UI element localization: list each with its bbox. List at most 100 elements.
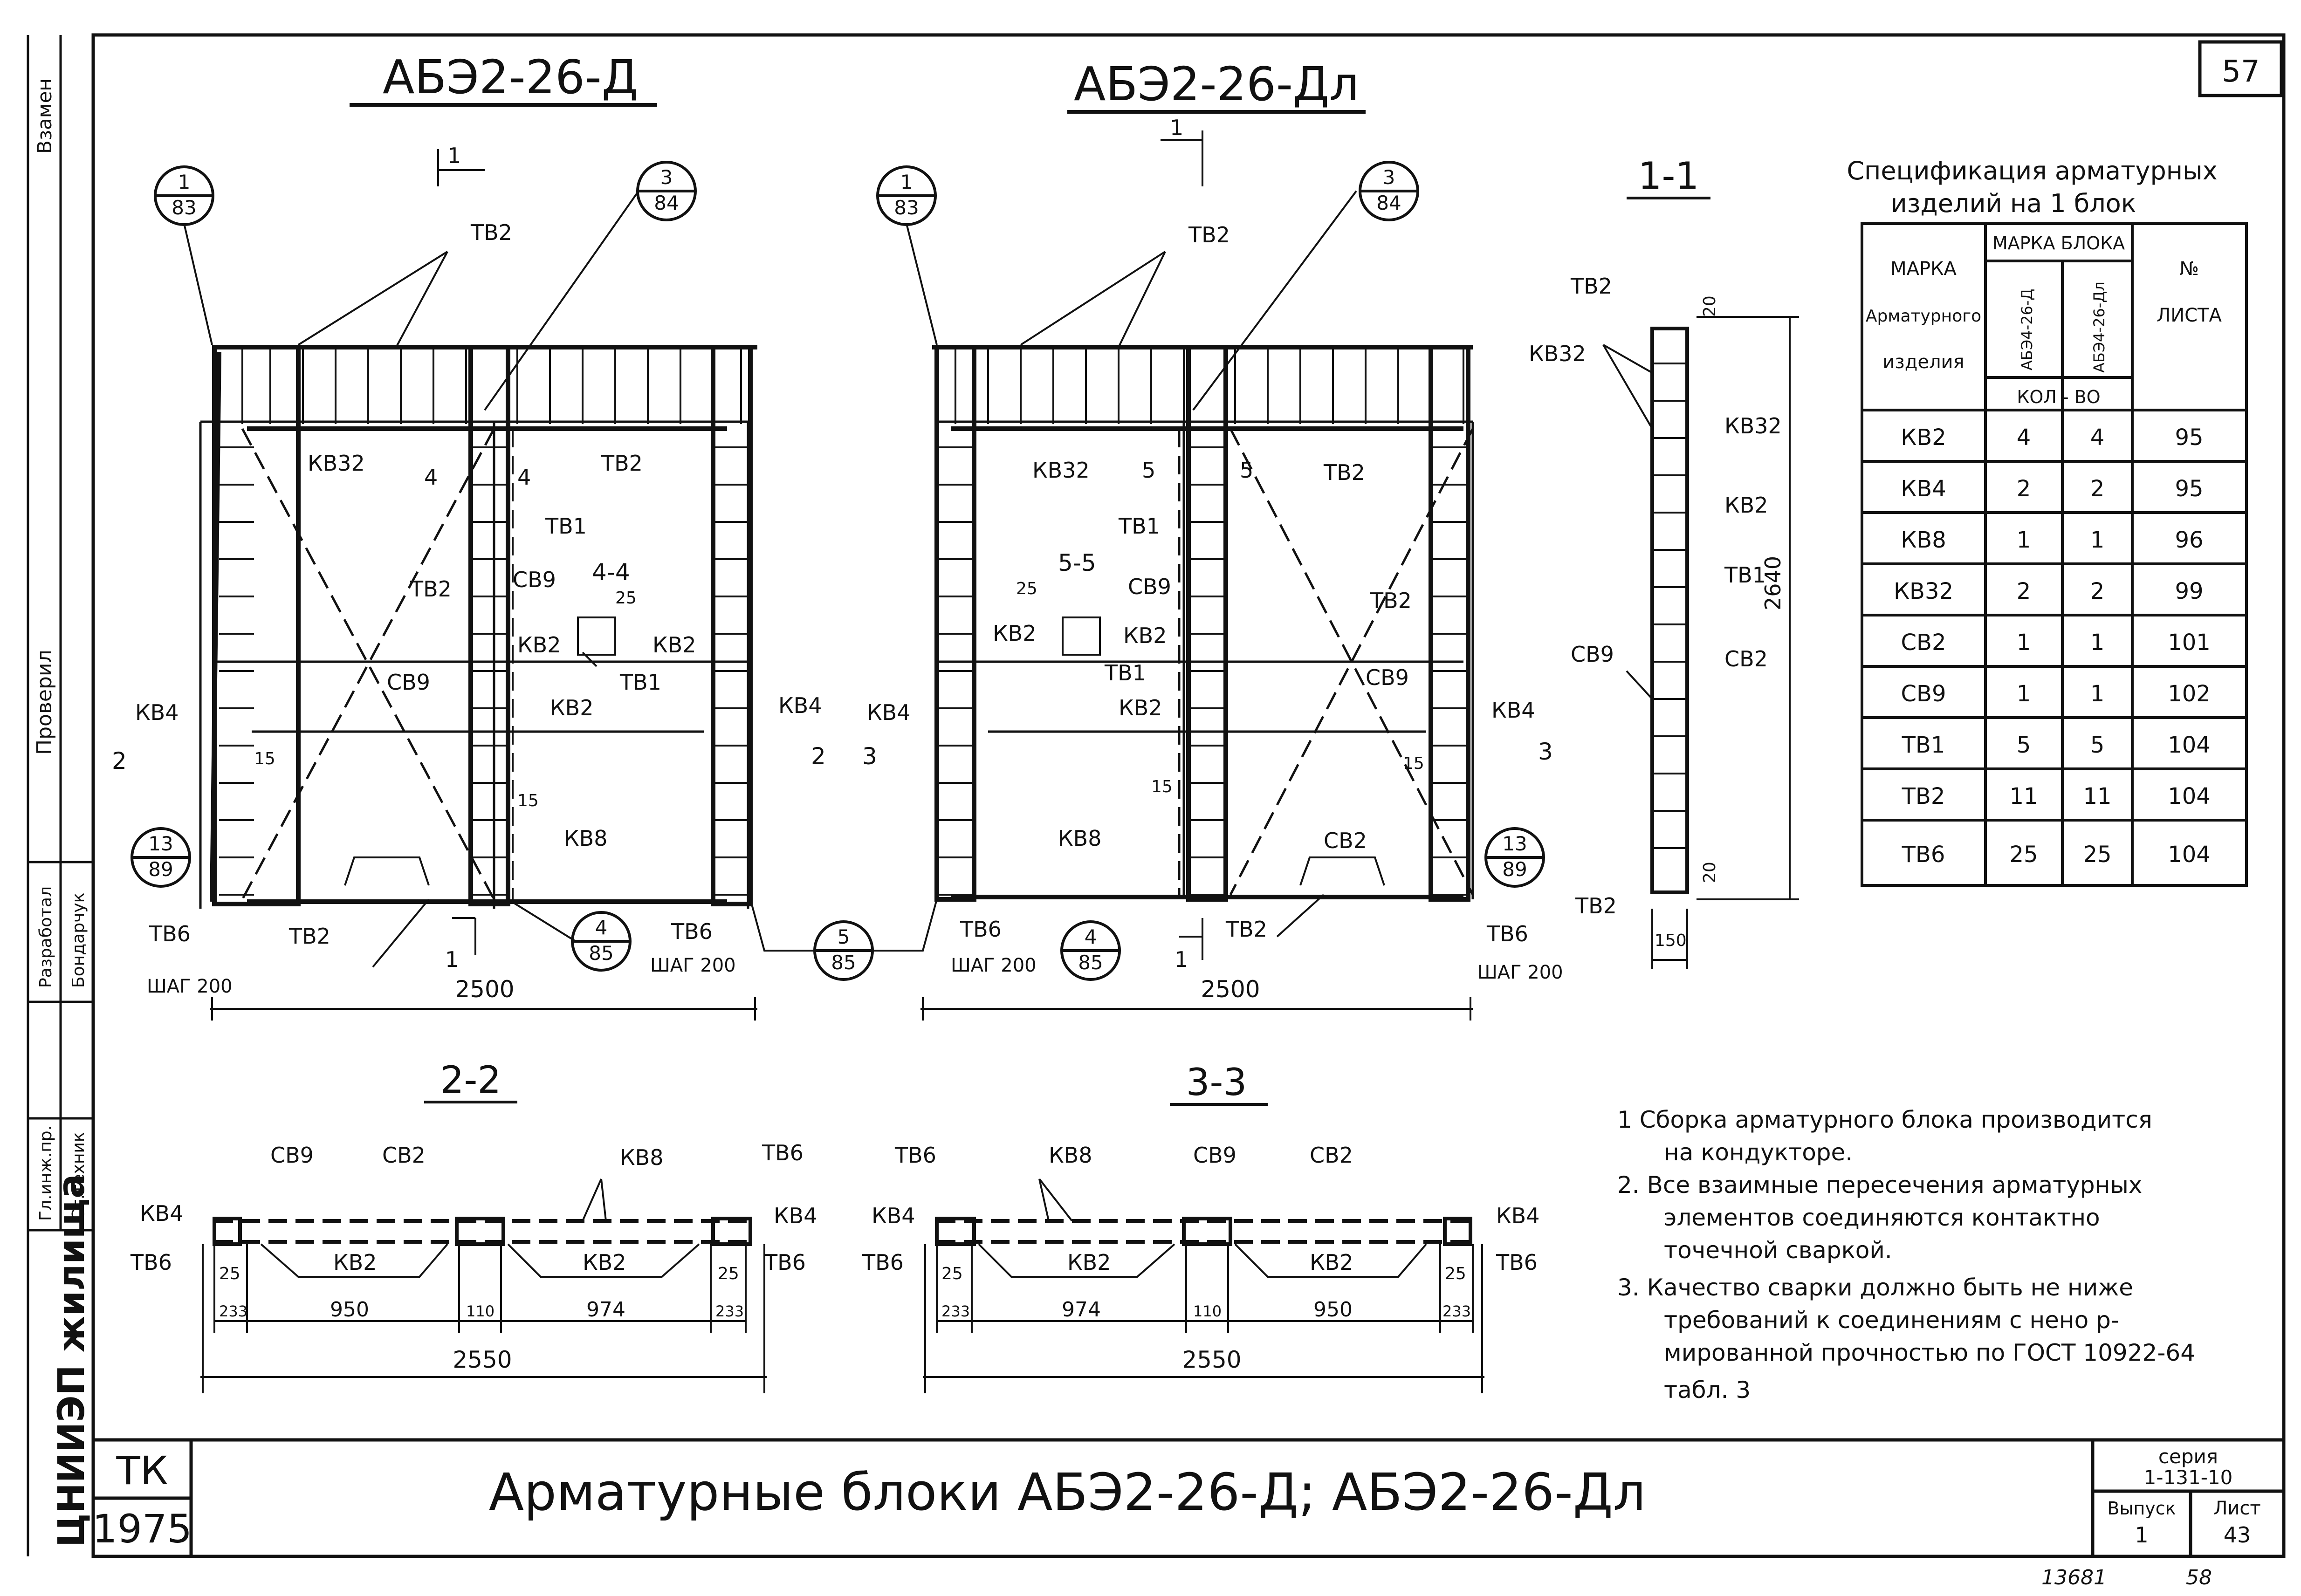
sec33-d2550: 2550 [1182,1346,1241,1373]
lbl-r-sv9b: СВ9 [1366,665,1409,690]
ref-4-85-a: 4 [595,916,608,939]
lbl-n4: 4 [424,465,438,490]
spec-cell-a: 2 [2017,476,2031,502]
spec-table: Спецификация арматурных изделий на 1 бло… [1847,156,2248,887]
note-line: 1 Сборка арматурного блока производится [1617,1106,2152,1133]
lbl-r-tv2: ТВ2 [1188,222,1230,247]
spec-cell-mark: КВ32 [1894,578,1953,604]
ref-5-85-b: 85 [831,951,856,974]
sec33-tv6: ТВ6 [894,1143,936,1168]
sec11-tv2b: ТВ2 [1575,893,1617,918]
ref-3-84-a-r: 3 [1383,166,1395,189]
lbl-r-tv1: ТВ1 [1118,514,1160,539]
lbl-r-n3b: 3 [1538,738,1553,765]
sec11-d20b: 20 [1700,862,1719,883]
title-block-tk: ТК [116,1448,168,1493]
lbl-r-kv2b: КВ2 [1123,623,1167,648]
lbl-d15b: 15 [517,791,539,810]
spec-title-2: изделий на 1 блок [1891,189,2136,218]
right-view: АБЭ2-26-Дл [749,57,1563,1021]
issue-label: Выпуск [2107,1498,2176,1519]
page-number: 57 [2222,55,2260,89]
spec-cell-a: 1 [2017,630,2031,656]
sec11-sv2: СВ2 [1724,646,1768,671]
lbl-r-d15: 15 [1151,777,1173,796]
bottom-note-a: 13681 [2041,1566,2107,1589]
section-3-3: 3-3 ТВ6 КВ8 СВ9 СВ2 КВ [862,1061,1539,1393]
spec-cell-a: 25 [2009,842,2038,868]
sec22-title: 2-2 [440,1058,501,1102]
sec11-title: 1-1 [1638,154,1699,198]
spec-cell-b: 4 [2090,425,2105,451]
spec-title-1: Спецификация арматурных [1847,156,2217,185]
lbl-r-stepb: ШАГ 200 [1477,962,1563,983]
spec-cell-b: 2 [2090,476,2105,502]
sec33-kv4b: КВ4 [1496,1203,1539,1228]
lbl-r-n3: 3 [862,743,877,770]
sec11-tv2: ТВ2 [1570,274,1612,299]
note-line: точечной сваркой. [1664,1237,1892,1264]
ref-3-84-b: 84 [654,192,679,214]
sheet-value: 43 [2224,1522,2251,1548]
lbl-r-tv1b: ТВ1 [1104,660,1146,685]
lbl-sv9b: СВ9 [387,670,430,695]
spec-cell-mark: КВ8 [1901,527,1946,553]
section-2-2: 2-2 СВ9 СВ2 КВ8 ТВ6 КВ [130,1058,817,1393]
sec22-kv8: КВ8 [620,1145,663,1170]
spec-cell-sheet: 95 [2175,425,2203,451]
spec-cell-sheet: 99 [2175,578,2203,604]
ref-4-85-b-r: 85 [1078,951,1103,974]
section-1-1: 1-1 ТВ2 КВ32 КВ32 КВ2 ТВ1 СВ9 СВ2 20 264… [1529,154,1799,969]
lbl-n4b: 4 [517,465,531,490]
lbl-kv2b: КВ2 [653,632,696,658]
ref-13-89-b: 89 [148,858,173,881]
lbl-r-d25: 25 [1016,579,1037,598]
stamp-vzamen: Взамен [33,78,56,154]
stamp-proveril: Проверил [33,650,56,755]
spec-cell-b: 1 [2090,630,2105,656]
sheet-frame [91,33,2286,1558]
ref-1-83-b-r: 83 [894,196,919,219]
sec11-kv32: КВ32 [1529,341,1586,366]
note-line: 3. Качество сварки должно быть не ниже [1617,1274,2133,1301]
spec-cell-mark: ТВ2 [1902,783,1945,809]
ref-13-89-b-r: 89 [1502,858,1527,881]
sec33-kv2b: КВ2 [1310,1250,1353,1275]
sec22-sv9: СВ9 [270,1143,314,1168]
sec33-d233: 233 [941,1302,970,1320]
sec22-d233: 233 [219,1302,247,1320]
sheet-label: Лист [2213,1498,2260,1519]
sec11-sv9: СВ9 [1571,642,1614,667]
sec33-d25b: 25 [1445,1264,1466,1283]
sec33-kv8: КВ8 [1049,1143,1092,1168]
sec33-d974: 974 [1062,1298,1101,1322]
lbl-tv2: ТВ2 [470,220,512,245]
sec22-tv6c: ТВ6 [764,1250,806,1275]
note-line: мированной прочностью по ГОСТ 10922-64 [1664,1339,2195,1366]
lbl-tv2c: ТВ2 [410,576,452,602]
sec22-kv4b: КВ4 [774,1203,817,1228]
sec11-kv32b: КВ32 [1724,413,1782,438]
spec-cell-a: 4 [2017,425,2031,451]
lbl-tv1b: ТВ1 [619,670,661,695]
sec33-d233b: 233 [1442,1302,1471,1320]
right-view-title: АБЭ2-26-Дл [1074,57,1359,111]
spec-cell-b: 5 [2090,732,2105,758]
lbl-kv2c: КВ2 [550,695,593,720]
spec-cell-b: 1 [2090,527,2105,553]
lbl-kv32: КВ32 [308,451,365,476]
sec22-d974: 974 [586,1298,625,1322]
sec22-d233b: 233 [715,1302,744,1320]
note-line: на кондукторе. [1664,1139,1853,1166]
lbl-kv8: КВ8 [564,826,607,851]
issue-value: 1 [2135,1522,2148,1548]
lbl-n2b: 2 [811,743,826,770]
sec33-kv2: КВ2 [1067,1250,1111,1275]
spec-cell-sheet: 102 [2168,681,2211,707]
sec33-tv6c: ТВ6 [1496,1250,1538,1275]
lbl-r-kv2a: КВ2 [993,621,1036,646]
series-value: 1-131-10 [2144,1466,2233,1489]
lbl-n1top: 1 [447,143,461,168]
lbl-tv6: ТВ6 [149,921,191,946]
sec22-d950: 950 [330,1298,369,1322]
